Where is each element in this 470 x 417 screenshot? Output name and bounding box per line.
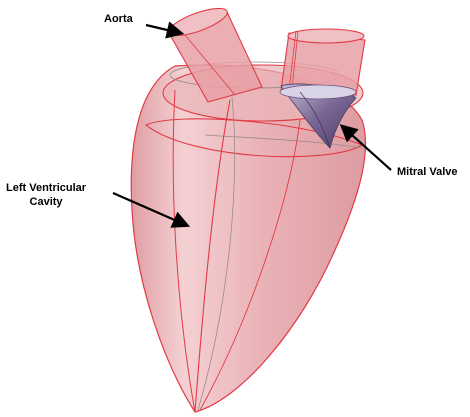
left-ventricular-label-line2: Cavity (6, 195, 86, 209)
mitral-valve-label: Mitral Valve (397, 166, 458, 178)
aorta-label: Aorta (104, 13, 133, 25)
left-ventricular-label-line1: Left Ventricular (6, 181, 86, 195)
left-ventricular-cavity-label: Left Ventricular Cavity (6, 181, 86, 209)
